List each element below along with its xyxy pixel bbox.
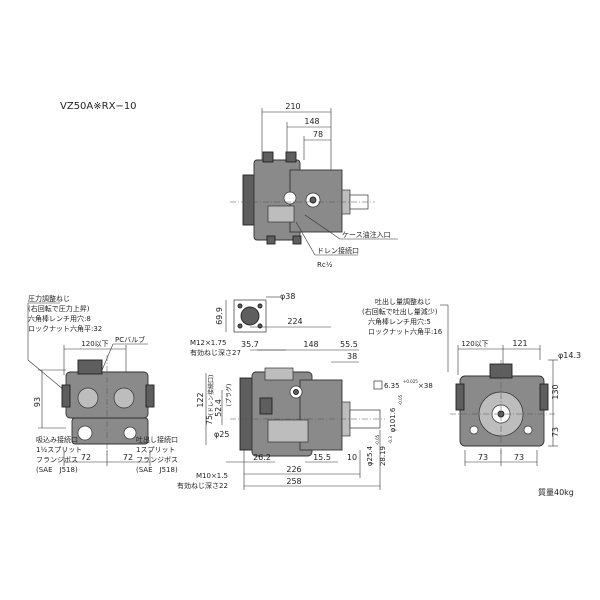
dim-35-7: 35.7 <box>241 340 259 349</box>
suction-port <box>77 425 93 441</box>
right-note-0: 吐出し量調整ねじ <box>375 297 431 306</box>
discharge-label-3: (SAE J518) <box>136 466 178 474</box>
key-tol: +0.025 <box>403 379 418 384</box>
callout-case-fill: ケース油注入口 <box>342 230 391 239</box>
dim-52-4: 52.4 <box>214 399 223 417</box>
dim-phi38: φ38 <box>280 292 295 301</box>
right-note-2: 六角棒レンチ用穴:5 <box>368 317 431 326</box>
callout-drain: ドレン接続口 <box>317 246 359 255</box>
right-dim-73b: 73 <box>514 453 524 462</box>
callout-rc: Rc½ <box>317 261 333 269</box>
dim-phi25: φ25 <box>214 430 229 439</box>
right-dim-120: 120以下 <box>461 340 488 348</box>
key-dim: 6.35 <box>384 382 400 390</box>
discharge-port <box>123 426 137 440</box>
pc-valve-label: PCバルブ <box>115 335 145 344</box>
suction-label-2: フランジボス <box>36 456 78 464</box>
dim-258: 258 <box>286 477 301 486</box>
dim-148: 148 <box>303 340 318 349</box>
dim-55-5: 55.5 <box>340 340 358 349</box>
left-note-3: ロックナット六角平:32 <box>28 324 102 333</box>
left-dim-72a: 72 <box>81 453 91 462</box>
right-dim-121: 121 <box>512 339 527 348</box>
dim-226: 226 <box>286 465 301 474</box>
discharge-label-2: フランジボス <box>136 456 178 464</box>
dim-122: 122 <box>196 392 205 407</box>
shaft-h-tol: -0.3 <box>388 436 393 444</box>
shaft-d: φ25.4 <box>366 445 374 466</box>
left-note-0: 圧力調整ねじ <box>28 294 70 303</box>
model-title: VZ50A※RX−10 <box>60 101 137 112</box>
dim-top-148: 148 <box>304 117 319 126</box>
dim-75: 75 <box>205 415 214 425</box>
top-view: 210 148 78 ケース油注入口 ドレン接続口 Rc½ <box>230 102 398 269</box>
discharge-label-1: 1スプリット <box>136 446 175 454</box>
shaft-h: 28.19 <box>379 446 387 466</box>
left-dim-72b: 72 <box>123 453 133 462</box>
thread-top-1: 有効ねじ深さ27 <box>190 348 241 357</box>
left-note-2: 六角棒レンチ用穴:8 <box>28 314 91 323</box>
right-dim-73a: 73 <box>478 453 488 462</box>
key-len: ×38 <box>418 382 433 390</box>
pc-valve <box>77 359 103 375</box>
thread-top-0: M12×1.75 <box>190 339 226 347</box>
right-view: 吐出し量調整ねじ (右回転で吐出し量減少) 六角棒レンチ用穴:5 ロックナット六… <box>362 297 581 466</box>
suction-label-0: 吸込み接続口 <box>36 435 78 444</box>
dim-38: 38 <box>347 352 357 361</box>
shaft-d-tol: -0.05 <box>375 434 380 445</box>
discharge-label-0: 吐出し接続口 <box>136 435 178 444</box>
right-dim-73v: 73 <box>551 427 560 437</box>
plug-label: (プラグ) <box>225 384 233 407</box>
left-note-1: (右回転で圧力上昇) <box>28 304 90 313</box>
right-dim-phi14: φ14.3 <box>558 351 581 360</box>
case-fill-port <box>283 191 297 205</box>
left-view: 圧力調整ねじ (右回転で圧力上昇) 六角棒レンチ用穴:8 ロックナット六角平:3… <box>27 294 178 474</box>
suction-label-3: (SAE J518) <box>36 466 78 474</box>
right-dim-130: 130 <box>551 384 560 399</box>
dim-15-5: 15.5 <box>313 453 331 462</box>
drain-conn-label: (ドレン接続口) <box>207 375 215 416</box>
shaft-dia: φ101.6 <box>389 407 397 432</box>
right-note-3: ロックナット六角平:16 <box>368 327 443 336</box>
dim-top-210: 210 <box>285 102 300 111</box>
shaft-dia-tol: -0.05 <box>398 394 403 405</box>
suction-label-1: 1½スプリット <box>36 446 82 454</box>
dim-top-78: 78 <box>313 130 323 139</box>
weight-label: 質量40kg <box>538 487 574 497</box>
drain-port-block <box>267 205 295 223</box>
mid-pump-body <box>299 379 343 451</box>
right-note-1: (右回転で吐出し量減少) <box>362 307 438 316</box>
dim-10: 10 <box>347 453 357 462</box>
left-dim-93: 93 <box>33 397 42 407</box>
left-dim-120: 120以下 <box>81 340 108 348</box>
dim-26-2: 26.2 <box>253 453 271 462</box>
thread-bottom-1: 有効ねじ深さ22 <box>177 481 228 490</box>
dim-224: 224 <box>287 317 302 326</box>
middle-view: φ38 69.9 224 148 35.7 55.5 38 M12×1.75 有… <box>177 292 433 490</box>
thread-bottom-0: M10×1.5 <box>196 472 228 480</box>
dim-69-9: 69.9 <box>215 307 224 325</box>
